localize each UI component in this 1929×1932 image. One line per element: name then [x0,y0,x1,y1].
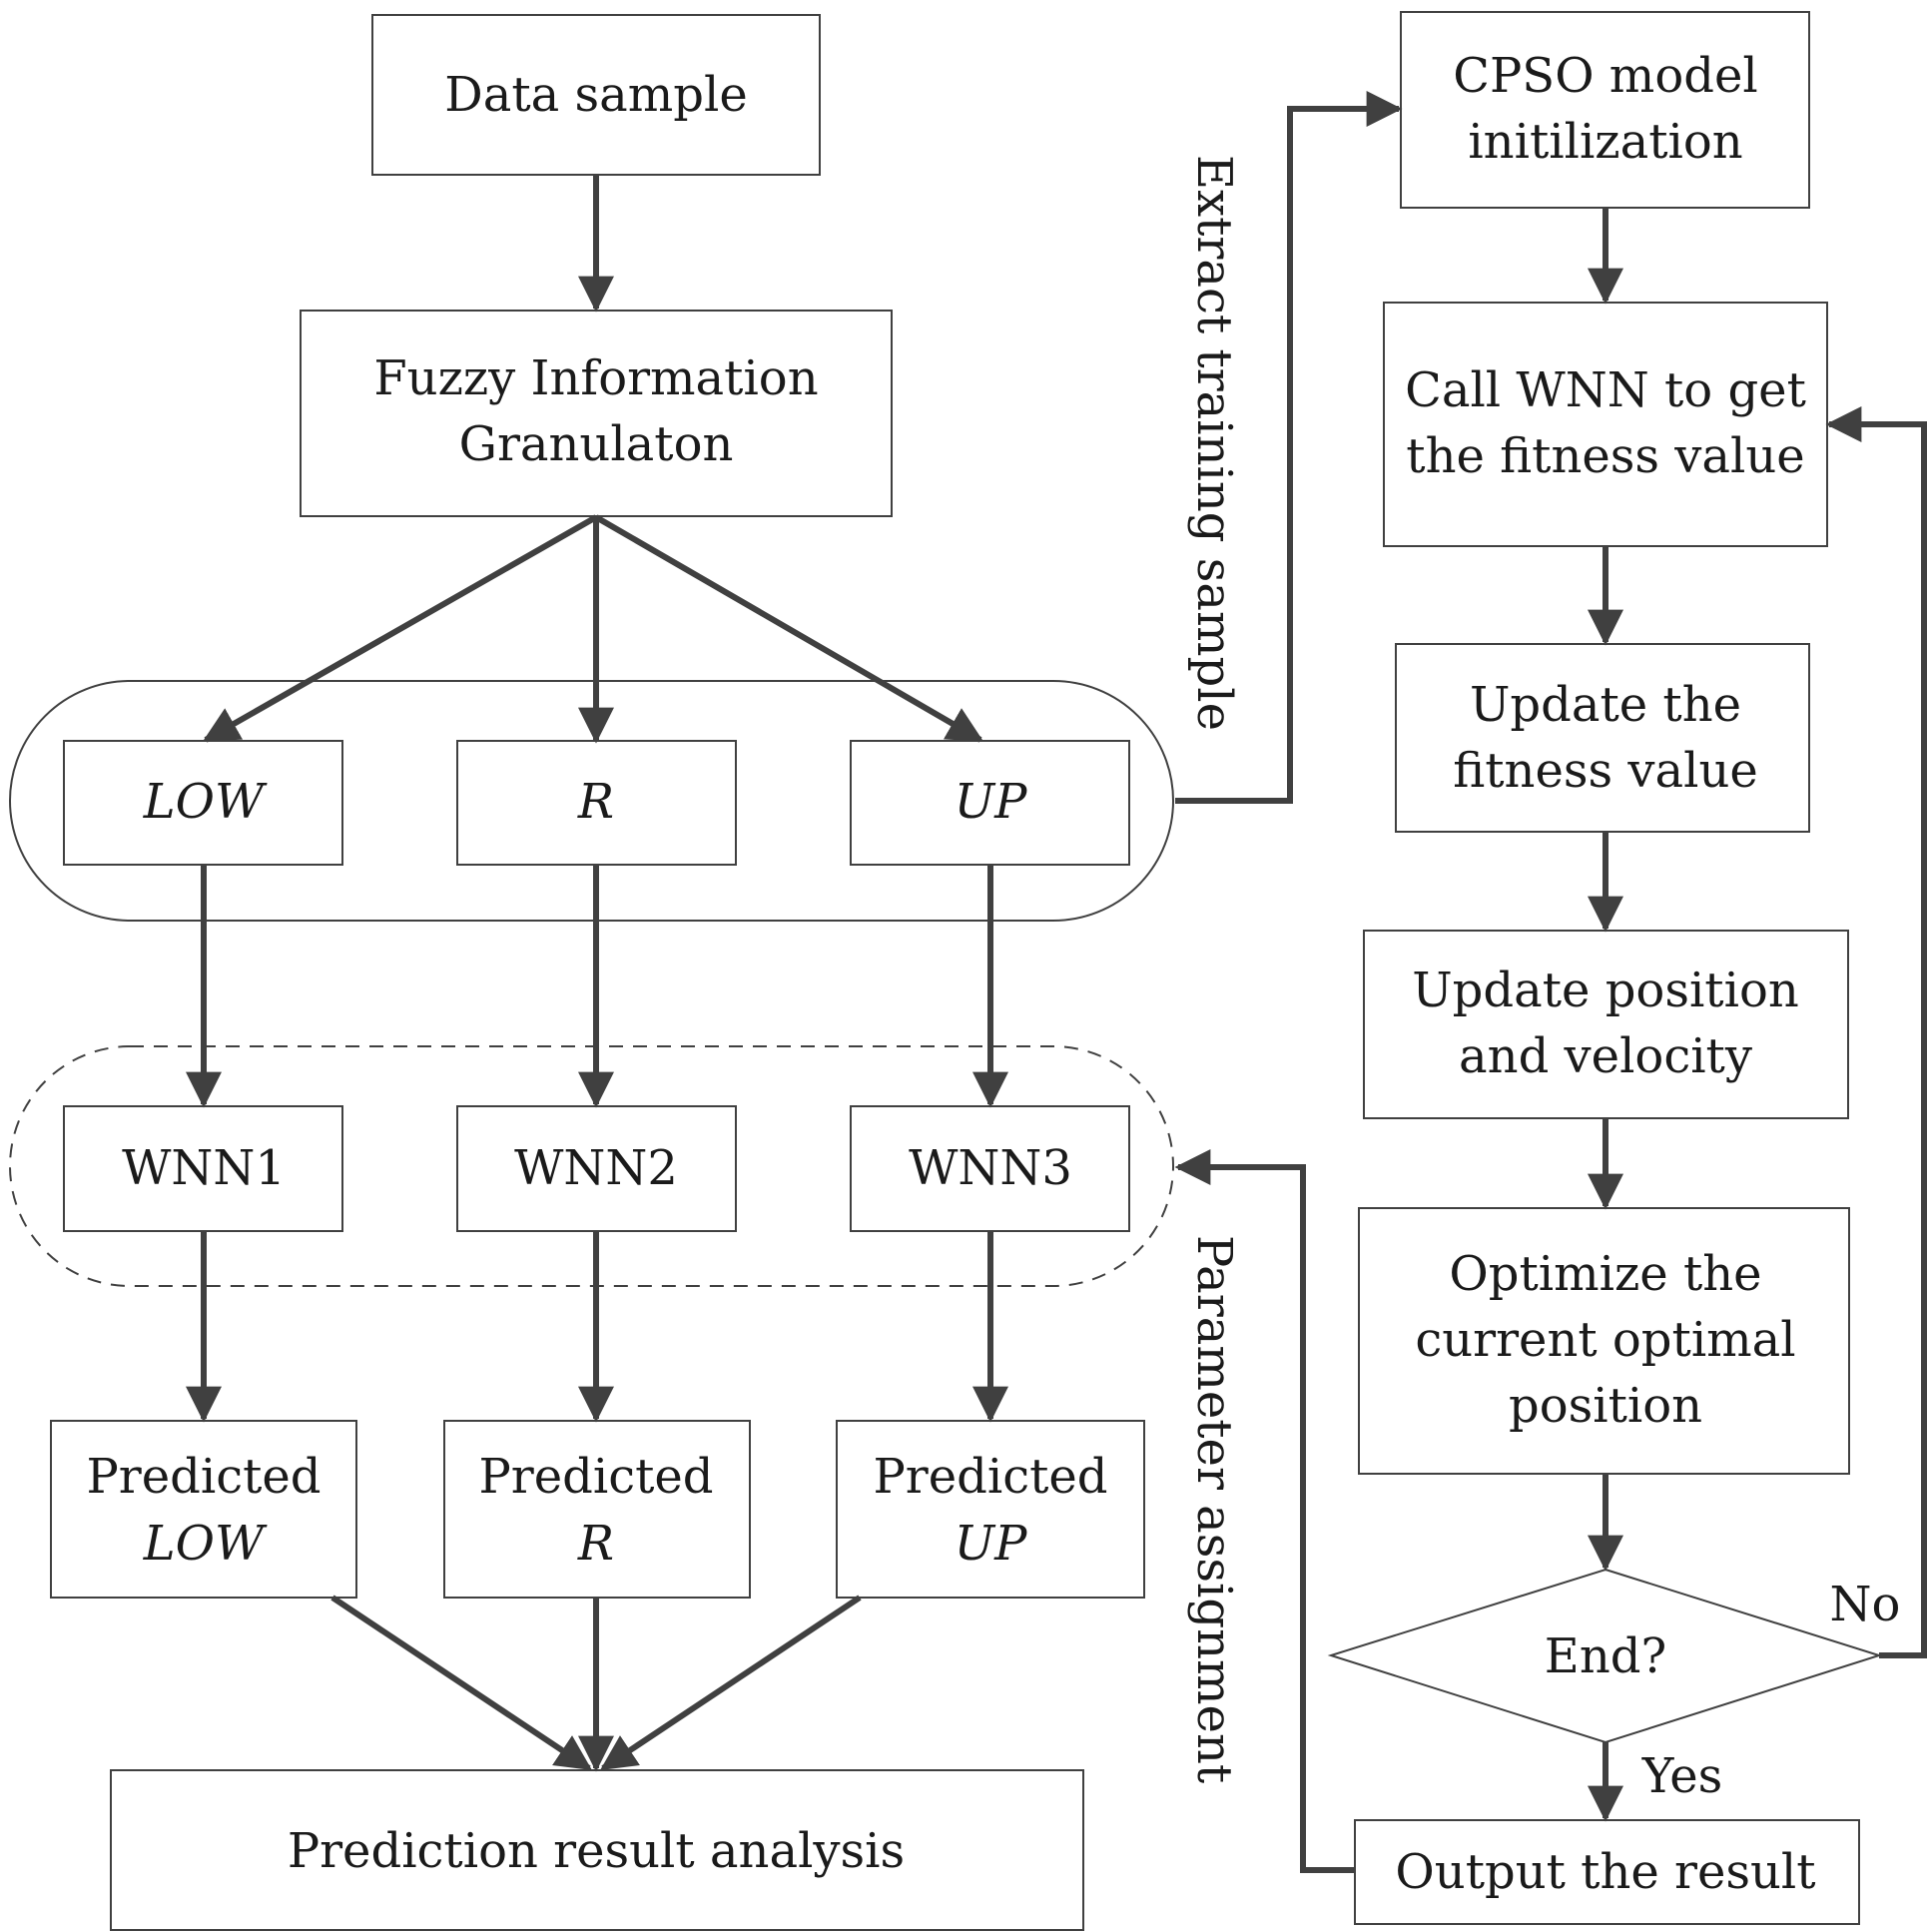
edge-pred-up-to-analysis [600,1595,862,1771]
yes-label: Yes [1641,1748,1723,1804]
low-label: LOW [143,774,268,830]
predicted-r-label: R [577,1516,614,1572]
wnn2-node: WNN2 [456,1105,737,1232]
cpso-init-node: CPSO model initilization [1400,11,1810,209]
edge-extract-training-sample [1175,91,1403,804]
wnn3-node: WNN3 [850,1105,1130,1232]
predicted-up-word: Predicted [873,1449,1107,1505]
wnn1-label: WNN1 [122,1140,286,1196]
update-fitness-line1: Update the [1470,677,1741,733]
predicted-r-word: Predicted [478,1449,713,1505]
update-fitness-line2: fitness value [1453,743,1758,799]
cpso-label-line1: CPSO model [1453,48,1757,104]
call-wnn-line1: Call WNN to get [1405,362,1806,418]
edge-end-no-loop [1825,406,1927,1658]
optimize-line2: current optimal [1415,1312,1795,1368]
fuzzy-granulation-node: Fuzzy Information Granulaton [300,310,893,517]
call-wnn-node: Call WNN to get the fitness value [1383,302,1828,547]
no-label: No [1830,1577,1901,1632]
wnn2-label: WNN2 [514,1140,678,1196]
update-position-line2: and velocity [1459,1028,1752,1084]
predicted-up-node: Predicted UP [836,1420,1145,1599]
update-position-line1: Update position [1412,963,1799,1018]
output-node: Output the result [1354,1819,1860,1925]
update-position-node: Update position and velocity [1363,930,1849,1119]
low-node: LOW [63,740,343,866]
call-wnn-line2: the fitness value [1406,428,1804,484]
edge-fig-to-low [202,514,598,743]
edge-fig-to-up [594,514,984,743]
predicted-low-word: Predicted [86,1449,321,1505]
wnn-group-outline [9,1045,1174,1287]
predicted-low-label: LOW [143,1516,268,1572]
analysis-label: Prediction result analysis [288,1823,905,1879]
edge-pred-low-to-analysis [330,1595,592,1771]
up-label: UP [955,774,1027,830]
cpso-label-line2: initilization [1468,114,1742,170]
end-decision-node: End? [1327,1568,1883,1744]
granule-group-outline [9,680,1174,922]
wnn3-label: WNN3 [909,1140,1072,1196]
predicted-low-node: Predicted LOW [50,1420,357,1599]
update-fitness-node: Update the fitness value [1395,643,1810,833]
fig-label-line1: Fuzzy Information [373,350,818,406]
r-node: R [456,740,737,866]
predicted-up-label: UP [955,1516,1027,1572]
wnn1-node: WNN1 [63,1105,343,1232]
r-label: R [577,774,614,830]
analysis-node: Prediction result analysis [110,1769,1084,1931]
data-sample-label: Data sample [444,67,748,123]
fig-label-line2: Granulaton [459,416,734,472]
data-sample-node: Data sample [371,14,821,176]
optimize-node: Optimize the current optimal position [1358,1207,1850,1475]
output-label: Output the result [1395,1844,1815,1900]
up-node: UP [850,740,1130,866]
parameter-assignment-label: Parameter assignment [1186,1235,1242,1783]
predicted-r-node: Predicted R [443,1420,751,1599]
edge-parameter-assignment [1174,1149,1355,1873]
optimize-line1: Optimize the [1449,1246,1761,1302]
end-label: End? [1545,1628,1666,1684]
extract-training-sample-label: Extract training sample [1186,155,1242,731]
optimize-line3: position [1509,1378,1702,1434]
